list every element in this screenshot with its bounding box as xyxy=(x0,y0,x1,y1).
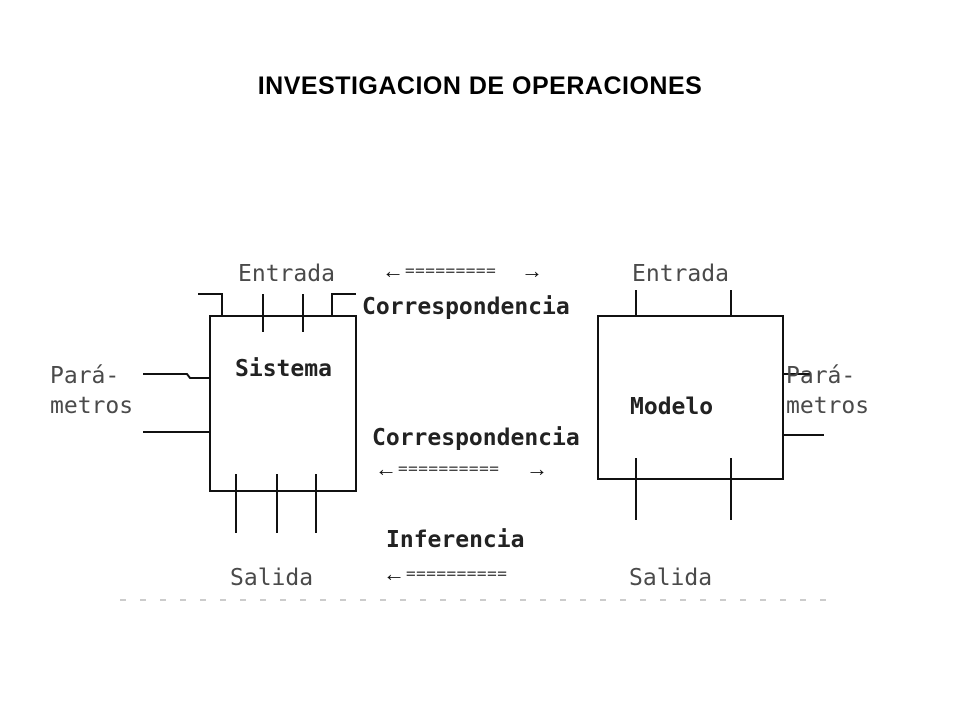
relation-middle-dashes: ========== xyxy=(398,459,499,478)
system-input-label: Entrada xyxy=(238,261,335,287)
model-box xyxy=(597,315,784,480)
model-label: Modelo xyxy=(630,394,713,420)
relation-bottom-dashes: ========== xyxy=(406,564,507,583)
system-params-label-1: Pará- xyxy=(50,363,119,389)
system-input-bracket-right xyxy=(331,293,356,316)
system-input-bracket-left xyxy=(198,293,223,316)
system-output-label: Salida xyxy=(230,565,313,591)
model-output-label: Salida xyxy=(629,565,712,591)
relation-top: ← ========= → Correspondencia xyxy=(362,258,570,320)
system-params-label-2: metros xyxy=(50,393,133,419)
relation-middle-label: Correspondencia xyxy=(372,425,580,451)
system-box xyxy=(209,315,357,492)
system-param-line-1 xyxy=(143,373,210,379)
system-label: Sistema xyxy=(235,356,332,382)
model-params-label-1: Pará- xyxy=(786,363,855,389)
system-block: Sistema Entrada Salida Pará- metros xyxy=(50,261,357,591)
relation-bottom-arrow-left: ← xyxy=(383,561,405,586)
relation-top-arrow-right: → xyxy=(521,258,543,283)
relation-top-arrow-left: ← xyxy=(382,258,404,283)
relation-middle: Correspondencia ← ========== → xyxy=(372,425,580,481)
relation-middle-arrow-right: → xyxy=(526,456,548,481)
relation-bottom: Inferencia ← ========== xyxy=(383,527,524,586)
relation-top-dashes: ========= xyxy=(405,261,496,280)
page-title: INVESTIGACION DE OPERACIONES xyxy=(257,72,703,100)
relation-bottom-label: Inferencia xyxy=(386,527,524,553)
model-params-label-2: metros xyxy=(786,393,869,419)
relation-top-label: Correspondencia xyxy=(362,294,570,320)
relation-middle-arrow-left: ← xyxy=(375,456,397,481)
model-input-label: Entrada xyxy=(632,261,729,287)
model-block: Modelo Entrada Salida Pará- metros xyxy=(597,261,869,591)
